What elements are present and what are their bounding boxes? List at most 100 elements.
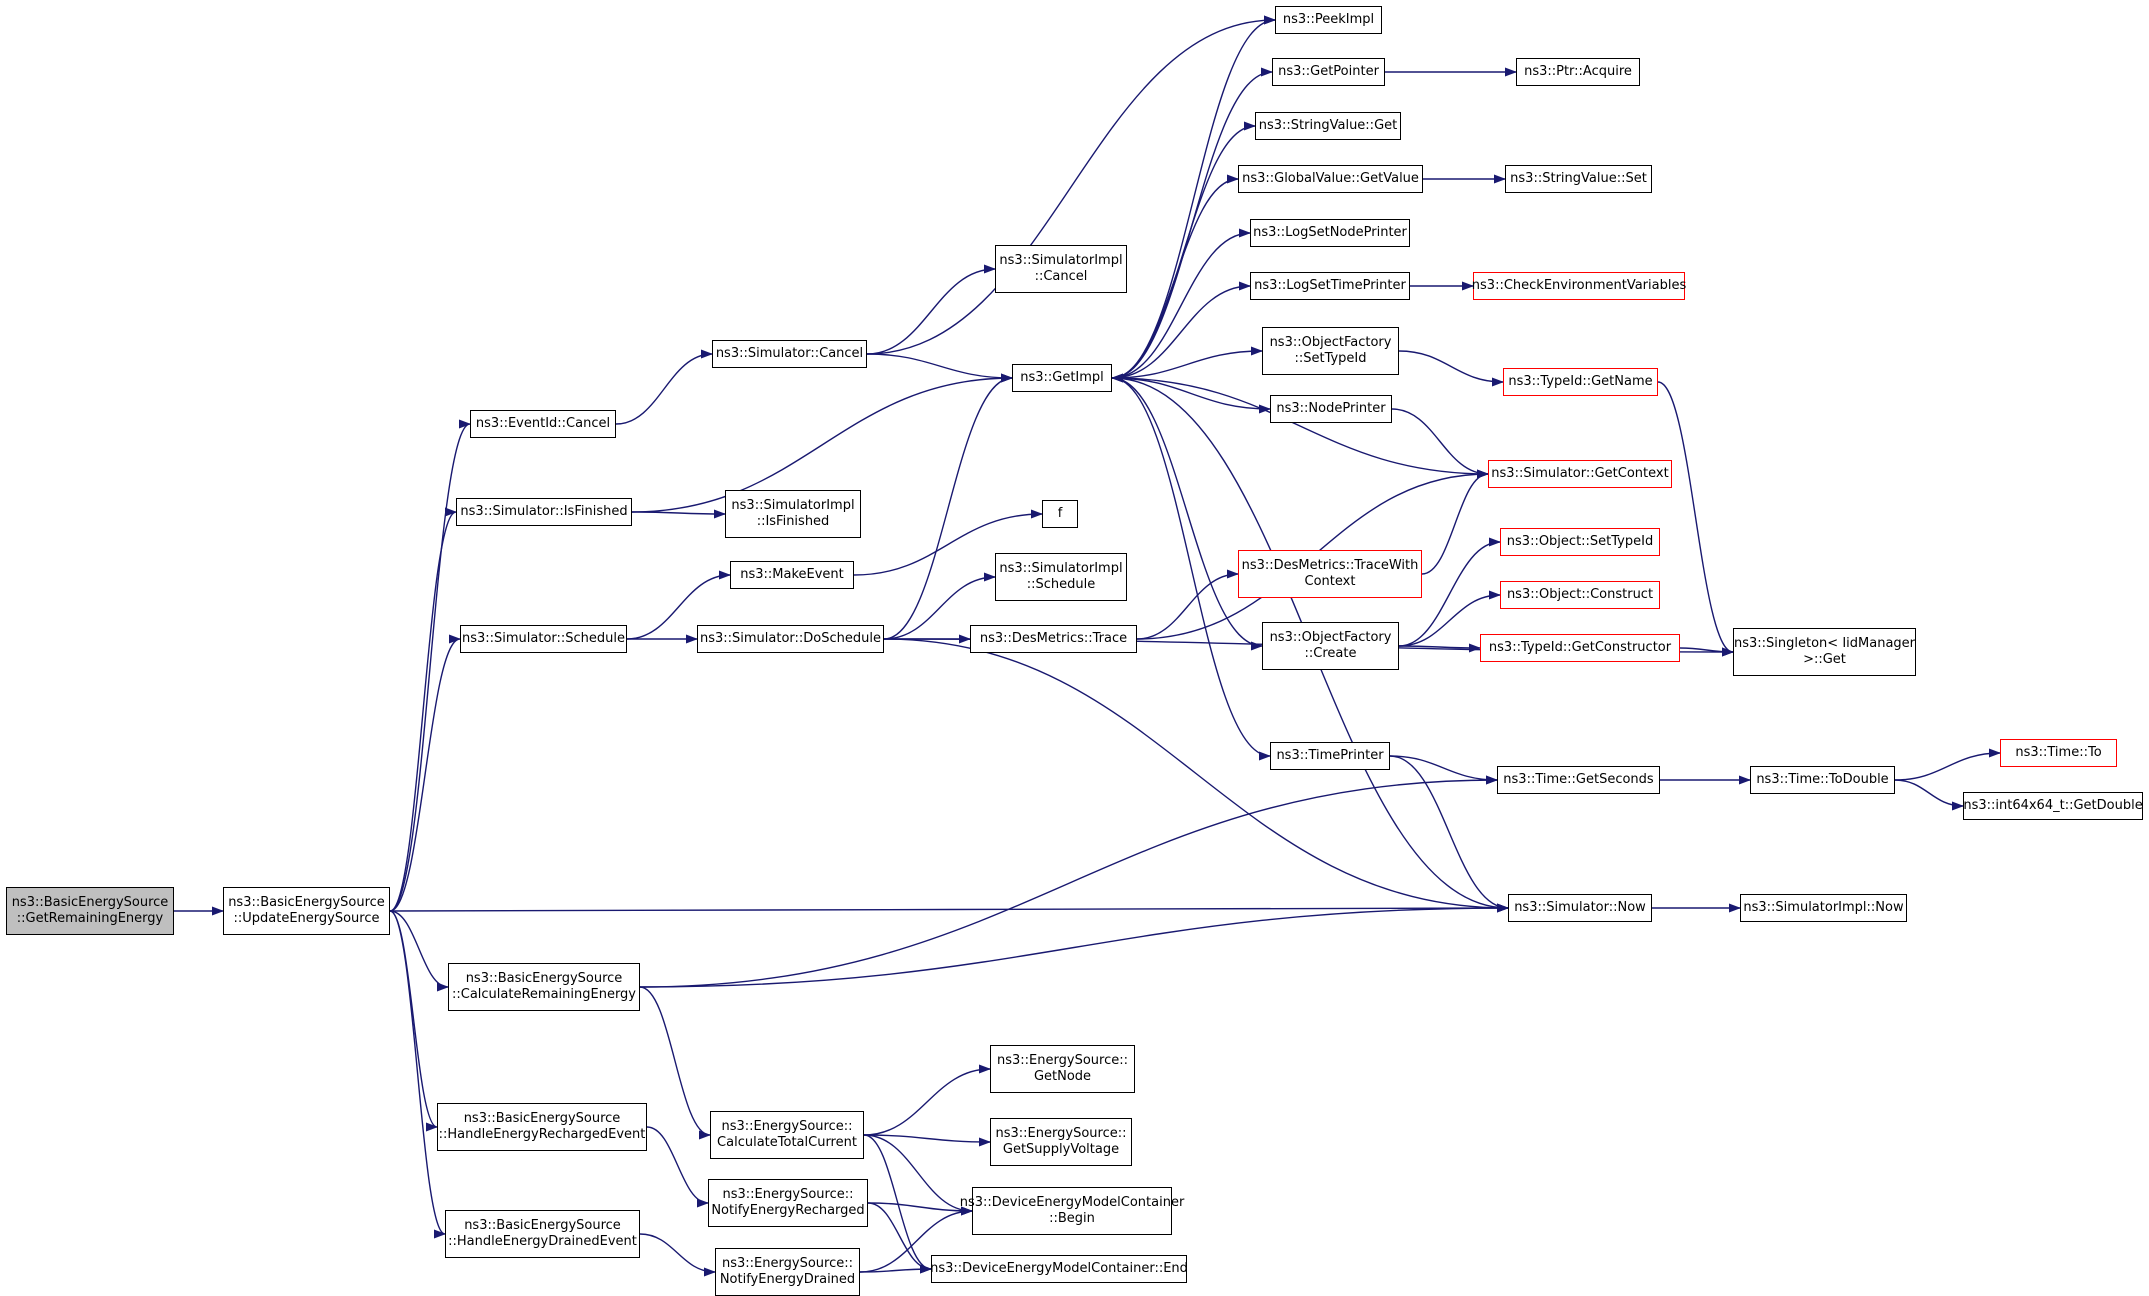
node-root[interactable]: ns3::BasicEnergySource::GetRemainingEner… [6,887,174,935]
edge-getimpl-to-strget [1111,121,1256,379]
node-ofcreate[interactable]: ns3::ObjectFactory::Create [1262,622,1399,670]
node-ptracquire[interactable]: ns3::Ptr::Acquire [1516,58,1640,86]
node-label-line: ::Begin [1049,1211,1095,1226]
node-simnow[interactable]: ns3::Simulator::Now [1508,894,1652,922]
edge-nodeprinter-to-getcontext [1391,408,1489,479]
node-label-line: ns3::EnergySource:: [722,1187,854,1202]
node-label-line: ns3::BasicEnergySource [463,1111,621,1126]
node-singleton[interactable]: ns3::Singleton< IidManager>::Get [1733,628,1916,676]
node-label-line: ns3::GetImpl [1020,370,1104,385]
node-handledrained[interactable]: ns3::BasicEnergySource::HandleEnergyDrai… [445,1210,640,1258]
edge-ofcreate-to-objconstruct [1398,590,1501,647]
node-getseconds[interactable]: ns3::Time::GetSeconds [1497,766,1660,794]
edge-timeprinter-to-simnow [1389,755,1509,913]
node-getnode[interactable]: ns3::EnergySource::GetNode [990,1045,1135,1093]
node-objconstruct[interactable]: ns3::Object::Construct [1500,581,1660,609]
node-implnow[interactable]: ns3::SimulatorImpl::Now [1740,894,1907,922]
node-label-line: CalculateTotalCurrent [717,1135,857,1150]
node-label-line: ns3::ObjectFactory [1269,335,1392,350]
node-checkenv[interactable]: ns3::CheckEnvironmentVariables [1472,272,1686,300]
edge-calctotal-to-dembegin [863,1134,973,1216]
node-label-line: ::CalculateRemainingEnergy [451,987,637,1002]
node-update[interactable]: ns3::BasicEnergySource::UpdateEnergySour… [223,887,390,935]
node-strget[interactable]: ns3::StringValue::Get [1255,112,1401,140]
node-timeprinter[interactable]: ns3::TimePrinter [1270,742,1390,770]
node-implisfinished[interactable]: ns3::SimulatorImpl::IsFinished [725,490,861,538]
node-getimpl[interactable]: ns3::GetImpl [1012,364,1112,392]
edge-getimpl-to-ofsettypeid [1111,346,1263,379]
node-label-line: ns3::LogSetTimePrinter [1254,278,1406,293]
node-calcrem[interactable]: ns3::BasicEnergySource::CalculateRemaini… [448,963,640,1011]
node-todouble[interactable]: ns3::Time::ToDouble [1750,766,1895,794]
edge-doschedule-to-simnow [883,638,1509,913]
node-label-line: ::Create [1304,646,1357,661]
node-logsettime[interactable]: ns3::LogSetTimePrinter [1250,272,1410,300]
node-notifyrecharged[interactable]: ns3::EnergySource::NotifyEnergyRecharged [708,1179,868,1227]
node-dembegin[interactable]: ns3::DeviceEnergyModelContainer::Begin [960,1187,1184,1235]
node-label-line: ns3::PeekImpl [1282,12,1375,27]
edge-tracewith-to-getcontext [1421,469,1489,575]
edge-simcancel-to-peekimpl [866,15,1276,355]
node-gvgetvalue[interactable]: ns3::GlobalValue::GetValue [1238,165,1423,193]
edge-calcrem-to-simnow [639,903,1509,988]
node-label-line: ns3::TypeId::GetName [1508,374,1653,389]
node-schedule[interactable]: ns3::Simulator::Schedule [460,625,627,653]
node-typeidgetname[interactable]: ns3::TypeId::GetName [1503,368,1658,396]
node-label-line: ns3::Time::GetSeconds [1503,772,1654,787]
edge-desmtrace-to-tracewith [1136,569,1239,640]
node-calctotal[interactable]: ns3::EnergySource::CalculateTotalCurrent [710,1111,864,1159]
node-label-line: ns3::EnergySource:: [995,1126,1127,1141]
node-label-line: ::SetTypeId [1294,351,1367,366]
edge-getconstructor-to-singleton [1679,647,1734,657]
node-demend[interactable]: ns3::DeviceEnergyModelContainer::End [930,1255,1188,1283]
node-doschedule[interactable]: ns3::Simulator::DoSchedule [697,625,884,653]
node-logsetnode[interactable]: ns3::LogSetNodePrinter [1250,219,1410,247]
edge-update-to-handlerecharged [389,910,438,1132]
node-int64getdouble[interactable]: ns3::int64x64_t::GetDouble [1963,792,2143,820]
node-simcancel[interactable]: ns3::Simulator::Cancel [712,340,867,368]
node-getconstructor[interactable]: ns3::TypeId::GetConstructor [1480,634,1680,662]
node-label-line: ns3::TypeId::GetConstructor [1488,640,1672,655]
node-ofsettypeid[interactable]: ns3::ObjectFactory::SetTypeId [1262,327,1399,375]
node-desmtrace[interactable]: ns3::DesMetrics::Trace [970,625,1137,653]
node-label-line: ns3::EnergySource:: [722,1256,853,1271]
node-getpointer[interactable]: ns3::GetPointer [1272,58,1385,86]
node-label-line: ::Schedule [1026,577,1096,592]
edge-calcrem-to-calctotal [639,986,711,1140]
node-label-line: ns3::EnergySource:: [721,1119,853,1134]
node-nodeprinter[interactable]: ns3::NodePrinter [1270,395,1392,423]
node-label-line: ns3::StringValue::Get [1258,118,1398,133]
node-label-line: ns3::SimulatorImpl [731,498,855,513]
edge-eventcancel-to-simcancel [615,349,713,425]
node-handlerecharged[interactable]: ns3::BasicEnergySource::HandleEnergyRech… [437,1103,647,1151]
node-strset[interactable]: ns3::StringValue::Set [1505,165,1652,193]
node-label-line: GetNode [1033,1069,1092,1084]
node-timeto[interactable]: ns3::Time::To [2000,739,2117,767]
node-implschedule[interactable]: ns3::SimulatorImpl::Schedule [995,553,1127,601]
node-label-line: ns3::BasicEnergySource [464,1218,621,1233]
node-isfinished[interactable]: ns3::Simulator::IsFinished [456,498,632,526]
node-getcontext[interactable]: ns3::Simulator::GetContext [1488,460,1672,488]
node-makeevent[interactable]: ns3::MakeEvent [730,561,854,589]
node-label-line: NotifyEnergyRecharged [711,1203,865,1218]
node-label-line: ns3::LogSetNodePrinter [1253,225,1407,240]
node-label-line: ns3::int64x64_t::GetDouble [1963,798,2143,813]
node-objsettypeid[interactable]: ns3::Object::SetTypeId [1500,528,1660,556]
node-label-line: ::Cancel [1034,269,1088,284]
node-label-line: ::GetRemainingEnergy [16,911,164,926]
edge-update-to-eventcancel [389,419,471,912]
node-getsupply[interactable]: ns3::EnergySource::GetSupplyVoltage [990,1118,1132,1166]
edge-update-to-simnow [389,903,1509,913]
node-label-line: ::HandleEnergyRechargedEvent [438,1127,646,1142]
edge-todouble-to-int64getdouble [1894,779,1964,811]
node-peekimpl[interactable]: ns3::PeekImpl [1275,6,1382,34]
edge-getimpl-to-peekimpl [1111,15,1276,379]
edge-doschedule-to-getimpl [883,373,1013,640]
node-eventcancel[interactable]: ns3::EventId::Cancel [470,410,616,438]
node-implcancel[interactable]: ns3::SimulatorImpl::Cancel [995,245,1127,293]
node-label-line: ns3::Simulator::Schedule [461,631,626,646]
node-f[interactable]: f [1042,500,1078,528]
node-notifydrained[interactable]: ns3::EnergySource::NotifyEnergyDrained [715,1248,860,1296]
edge-ofcreate-to-objsettypeid [1398,537,1501,647]
